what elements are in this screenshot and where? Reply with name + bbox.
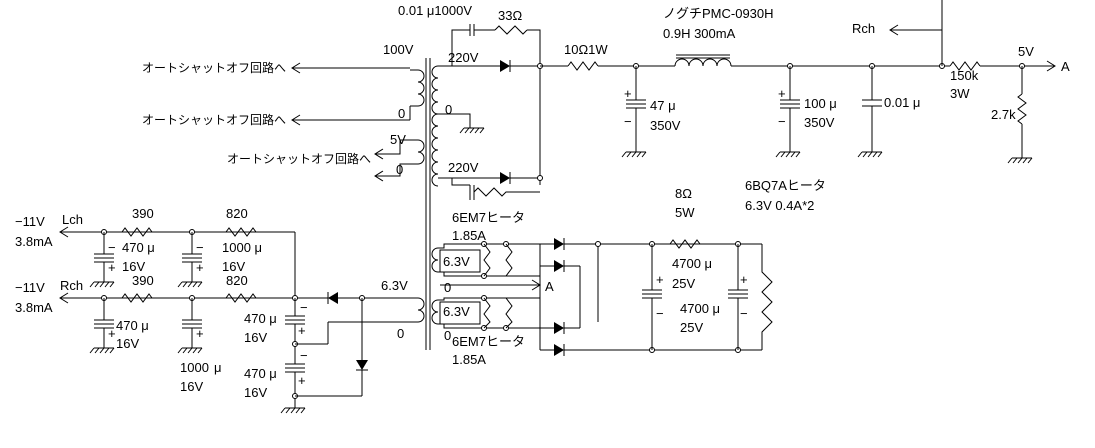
label-2-7k: 2.7k [991,107,1016,122]
label-8ohm: 8Ω [675,186,692,201]
label-bias-minus-2: − [196,240,204,255]
label-rch: Rch [60,278,83,293]
label-820-1: 820 [226,206,248,221]
label-zero-5v: 0 [396,162,403,177]
label-lch: Lch [62,212,83,227]
label-1000-b-v: 16V [180,379,203,394]
label-zero-63: 0 [397,326,404,341]
label-470u-b-v: 16V [116,336,139,351]
label-1000-b-unit: μ [214,360,222,375]
autoshutoff-label-1: オートシャットオフ回路へ [142,60,286,75]
autoshutoff-wire-1 [291,62,410,74]
label-220v-bot: 220V [448,160,479,175]
label-100u: 100 μ [804,96,837,111]
filter-cap-001u [857,66,883,158]
label-zero-mid: 0 [445,102,452,117]
label-470u-c-v: 16V [244,330,267,345]
label-470u-d: 470 μ [244,366,277,381]
label-rch-top: Rch [852,21,875,36]
label-100u-350v: 350V [804,115,835,130]
label-47u: 47 μ [650,98,676,113]
label-bias-plus-6: + [298,373,306,388]
label-bias-plus-3: + [108,326,116,341]
label-heater-zero-2: 0 [444,328,451,343]
label-heater-63v-2: 6.3V [443,304,470,319]
label-001u: 0.01 μ [884,95,920,110]
label-820-2: 820 [226,273,248,288]
autoshutoff-wire-3 [374,139,418,182]
label-6em7-bot-a: 1.85A [452,352,486,367]
label-47u-350v: 350V [650,118,681,133]
label-neg11v-lch: −11V [15,214,45,229]
label-cap100-plus: + [778,86,786,101]
autoshutoff-label-2: オートシャットオフ回路へ [142,112,286,127]
label-bias-plus-2: + [196,260,204,275]
label-cap4700b-plus: + [740,272,748,287]
label-63v-secondary: 6.3V [381,278,408,293]
label-bias-minus-4: − [300,348,308,363]
label-6em7-top-a: 1.85A [452,228,486,243]
label-6bq7a-spec: 6.3V 0.4A*2 [745,198,814,213]
label-heater-zero-1: 0 [444,280,451,295]
label-390-1: 390 [132,206,154,221]
b-plus-line [540,0,1056,72]
label-cap-001-1000v: 0.01 μ1000V [398,3,472,18]
heater-rectifier [438,238,773,356]
label-470u-d-v: 16V [244,385,267,400]
label-10ohm-1w: 10Ω1W [564,42,608,57]
label-cap47-minus: − [624,114,632,129]
bias-supply [59,226,418,414]
resistor-27k [1007,66,1033,164]
label-choke-name: ノグチPMC-0930H [663,6,774,21]
label-470u-a: 470 μ [122,240,155,255]
label-ma-lch: 3.8mA [15,234,53,249]
label-heater-63v-1: 6.3V [443,254,470,269]
label-choke-spec: 0.9H 300mA [663,26,736,41]
label-4700u-1: 4700 μ [672,256,712,271]
hv-rectifier [438,24,543,200]
label-bias-minus-3: − [300,300,308,315]
label-bias-plus-5: + [298,323,306,338]
label-1000-b: 1000 [180,360,209,375]
filter-cap-47u [621,66,647,158]
label-1000u-a: 1000 μ [222,240,262,255]
label-6em7-top: 6EM7ヒータ [452,210,525,225]
label-neg11v-rch: −11V [15,280,45,295]
label-470u-c: 470 μ [244,311,277,326]
label-150k: 150k [950,68,979,83]
label-cap47-plus: + [624,86,632,101]
label-100v: 100V [383,42,414,57]
label-5w: 5W [675,205,695,220]
label-cap4700a-minus: − [656,306,664,321]
label-heater-a: A [545,279,554,294]
label-bias-minus-1: − [108,240,116,255]
autoshutoff-wire-2 [291,106,411,126]
label-5v-out: 5V [1018,44,1034,59]
label-5v-secondary: 5V [390,132,406,147]
label-470u-b: 470 μ [116,318,149,333]
label-4700u-2: 4700 μ [680,301,720,316]
power-transformer [410,58,439,350]
label-3w: 3W [950,86,970,101]
label-ma-rch: 3.8mA [15,300,53,315]
label-33ohm: 33Ω [498,8,522,23]
label-4700u-2-v: 25V [680,320,703,335]
label-zero-primary: 0 [398,106,405,121]
label-390-2: 390 [132,273,154,288]
label-6bq7a: 6BQ7Aヒータ [745,178,826,193]
filter-cap-100u [775,66,801,158]
label-bias-plus-1: + [108,260,116,275]
label-cap4700b-minus: − [740,306,748,321]
label-6em7-bot: 6EM7ヒータ [452,334,525,349]
label-220v-top: 220V [448,50,479,65]
label-cap100-minus: − [778,114,786,129]
label-cap4700a-plus: + [656,272,664,287]
label-a-out: A [1061,59,1070,74]
label-470u-a-v: 16V [122,259,145,274]
label-1000u-a-v: 16V [222,259,245,274]
label-4700u-1-v: 25V [672,276,695,291]
label-bias-plus-4: + [196,326,204,341]
autoshutoff-label-3: オートシャットオフ回路へ [227,151,371,166]
